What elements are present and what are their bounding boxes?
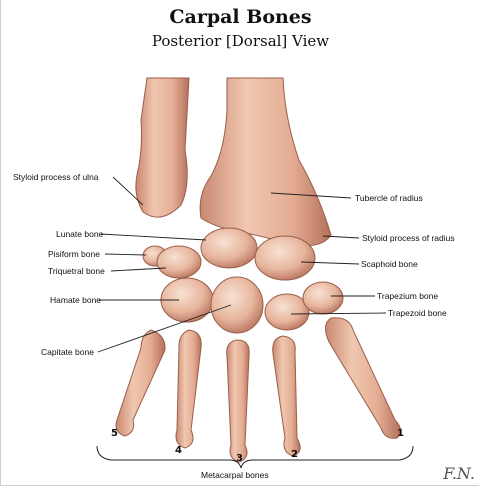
leader-lines [97,176,387,353]
label-trapezium: Trapezium bone [377,291,439,301]
metacarpal-bracket [96,445,414,469]
trapezium-shape [302,281,344,315]
radius-bone [199,77,332,247]
number-2: 2 [291,449,298,460]
label-triquetral: Triquetral bone [48,266,105,276]
figure-title: Carpal Bones [169,6,312,28]
label-trapezoid: Trapezoid bone [388,308,447,318]
leader-lunate [100,233,207,241]
label-lunate: Lunate bone [56,229,104,239]
metacarpal-1 [325,317,401,439]
leader-tubercle-radius [270,192,352,199]
trapezoid-shape [264,293,310,331]
label-metacarpal: Metacarpal bones [201,470,269,480]
label-hamate: Hamate bone [50,295,102,305]
metacarpal-4 [175,329,202,449]
ulna-bone [135,77,190,218]
leader-capitate [97,304,232,353]
number-3: 3 [236,453,243,464]
label-pisiform: Pisiform bone [48,249,100,259]
metacarpal-3 [226,339,250,463]
capitate-shape [210,276,264,334]
label-scaphoid: Scaphoid bone [361,259,418,269]
metacarpal-group [115,317,401,463]
label-capitate: Capitate bone [41,347,94,357]
metacarpal-2 [272,335,301,457]
number-1: 1 [397,428,404,439]
label-styloid-ulna: Styloid process of ulna [13,172,99,182]
number-5: 5 [111,428,118,439]
carpal-group [142,227,344,334]
figure-subtitle: Posterior [Dorsal] View [151,32,330,50]
lunate-shape [200,227,258,269]
label-tubercle-radius: Tubercle of radius [355,193,423,203]
label-styloid-radius: Styloid process of radius [362,233,455,243]
scaphoid-shape [254,235,316,281]
leader-pisiform [104,253,147,256]
leader-scaphoid [300,261,360,265]
artist-signature: F.N. [443,464,475,483]
metacarpal-5 [115,329,166,437]
leader-trapezoid [290,312,387,315]
leader-styloid-ulna [112,176,144,206]
leader-styloid-radius [322,235,360,239]
leader-triquetral [110,267,167,272]
triquetral-shape [156,245,202,279]
number-4: 4 [175,445,182,456]
